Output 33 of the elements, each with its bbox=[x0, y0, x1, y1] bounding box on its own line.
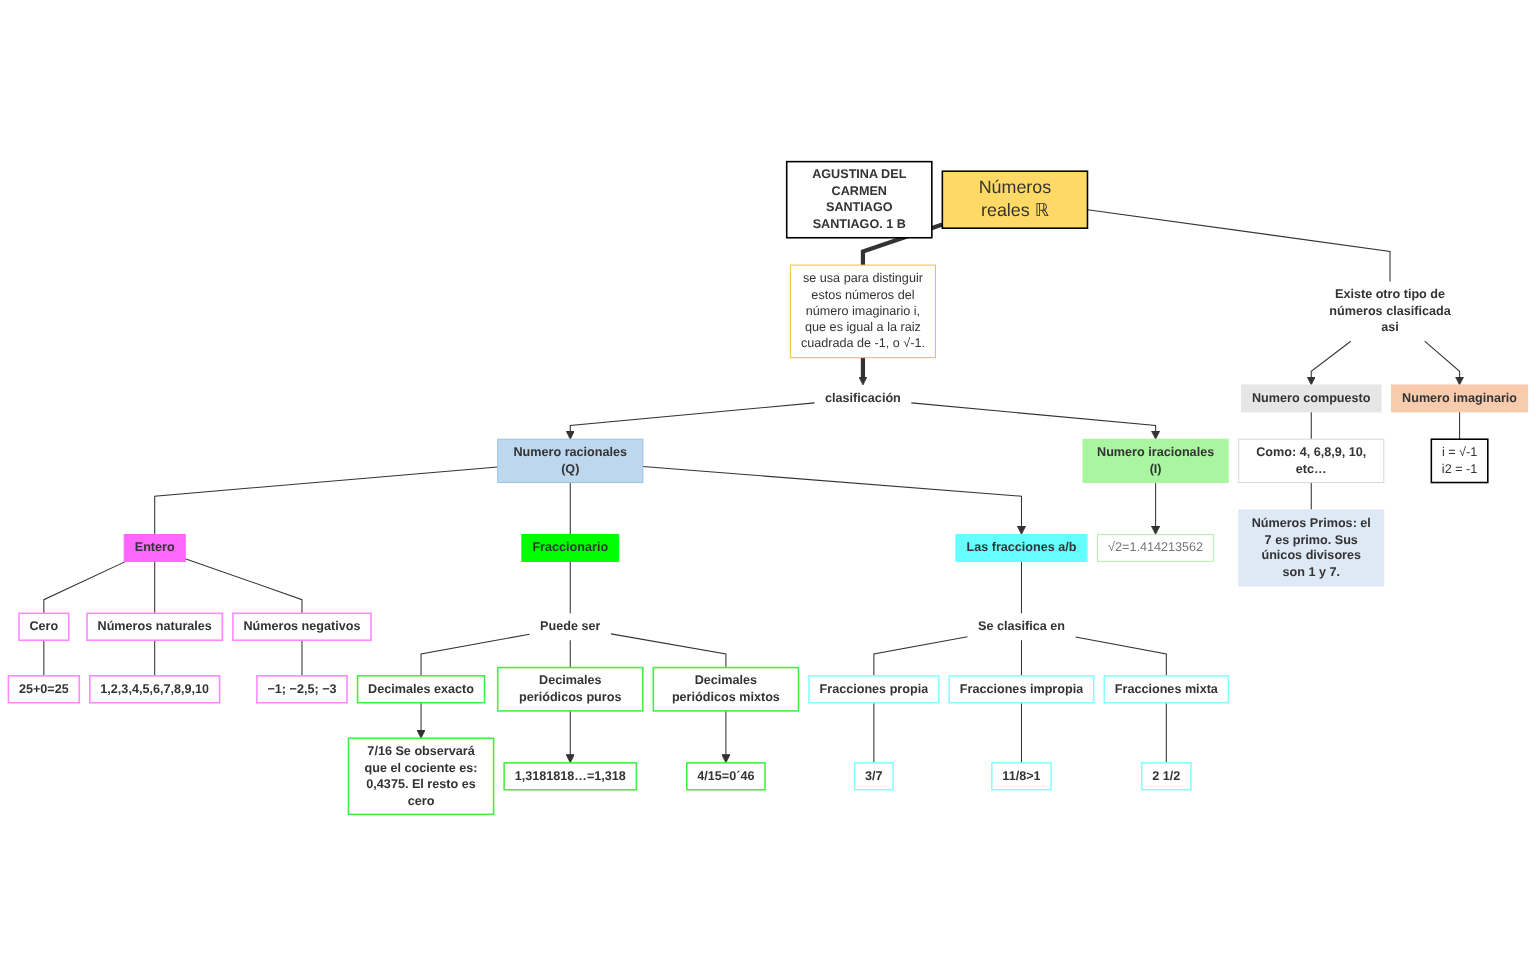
connector bbox=[43, 560, 127, 614]
connector bbox=[184, 558, 303, 614]
connector bbox=[420, 633, 531, 677]
connector bbox=[1020, 702, 1022, 764]
connector bbox=[154, 560, 156, 614]
arrow bbox=[910, 402, 1161, 440]
connector bbox=[43, 639, 45, 677]
connector bbox=[154, 639, 156, 677]
arrow bbox=[858, 357, 868, 386]
arrow bbox=[416, 702, 426, 739]
connector bbox=[873, 702, 875, 764]
arrow bbox=[565, 710, 575, 764]
arrow bbox=[1424, 340, 1465, 386]
connector bbox=[154, 466, 499, 535]
arrow bbox=[642, 466, 1027, 535]
arrow bbox=[1151, 482, 1161, 535]
connector bbox=[610, 633, 727, 669]
connector bbox=[1086, 209, 1391, 283]
node-box: Números reales ℝ bbox=[941, 170, 1089, 229]
connector bbox=[1020, 560, 1022, 614]
connector bbox=[1459, 411, 1461, 440]
arrow bbox=[721, 710, 731, 764]
connector bbox=[569, 560, 571, 614]
connector bbox=[1165, 702, 1167, 764]
connector bbox=[1310, 411, 1312, 440]
connector bbox=[873, 636, 968, 677]
connector bbox=[1310, 482, 1312, 511]
arrow bbox=[1306, 340, 1352, 386]
arrow bbox=[565, 402, 816, 440]
connector bbox=[1020, 639, 1022, 677]
connector bbox=[569, 482, 571, 535]
connector bbox=[1074, 636, 1167, 677]
connector bbox=[569, 639, 571, 669]
